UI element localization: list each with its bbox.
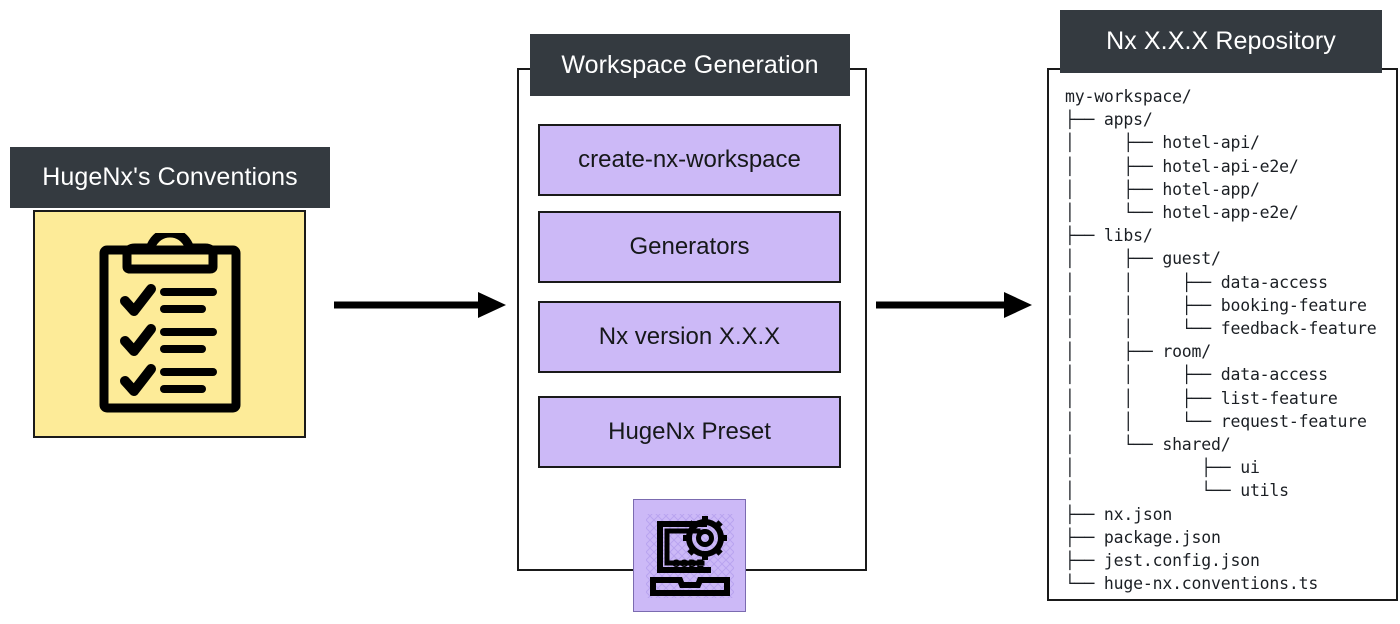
step-label: HugeNx Preset: [608, 418, 771, 445]
repository-header: Nx X.X.X Repository: [1060, 10, 1382, 73]
conventions-header-label: HugeNx's Conventions: [42, 163, 298, 191]
step-label: Generators: [629, 233, 750, 260]
tree-line: ├── nx.json: [1065, 504, 1173, 524]
tree-line: my-workspace/: [1065, 87, 1192, 106]
repository-header-label: Nx X.X.X Repository: [1106, 27, 1336, 55]
step-label: Nx version X.X.X: [598, 323, 781, 350]
tree-line: │ ├── hotel-api/: [1065, 133, 1260, 153]
tree-line: │ │ └── request-feature: [1065, 411, 1367, 431]
step-box-nx-version[interactable]: Nx version X.X.X: [538, 301, 841, 373]
tree-line: │ │ ├── data-access: [1065, 272, 1328, 292]
repository-file-tree: my-workspace/ ├── apps/ │ ├── hotel-api/ │ …: [1065, 85, 1395, 595]
arrow-conventions-to-workspace: [334, 288, 506, 327]
clipboard-checklist-icon: [99, 233, 240, 413]
tree-line: └── huge-nx.conventions.ts: [1065, 574, 1319, 594]
tree-line: │ │ ├── booking-feature: [1065, 295, 1367, 315]
tree-line: │ ├── hotel-app/: [1065, 179, 1260, 199]
workspace-generation-header-label: Workspace Generation: [561, 50, 819, 79]
tree-line: │ ├── ui: [1065, 458, 1260, 478]
tree-line: │ ├── guest/: [1065, 249, 1221, 269]
code-icon-caption: CODE: [672, 558, 704, 570]
tree-line: │ ├── room/: [1065, 342, 1212, 362]
workspace-generation-header: Workspace Generation: [530, 34, 850, 96]
arrow-workspace-to-repository: [876, 288, 1032, 327]
repository-panel: [1047, 68, 1398, 601]
tree-line: ├── package.json: [1065, 527, 1221, 547]
code-icon-container: CODE: [633, 499, 746, 612]
tree-line: │ │ ├── data-access: [1065, 365, 1328, 385]
tree-line: │ ├── hotel-api-e2e/: [1065, 156, 1299, 176]
code-laptop-gear-icon: CODE: [645, 513, 734, 598]
tree-line: │ └── hotel-app-e2e/: [1065, 203, 1299, 223]
tree-line: │ └── shared/: [1065, 435, 1231, 455]
step-box-generators[interactable]: Generators: [538, 211, 841, 283]
tree-line: │ │ ├── list-feature: [1065, 388, 1338, 408]
tree-line: │ └── utils: [1065, 481, 1289, 501]
step-label: create-nx-workspace: [578, 146, 801, 173]
conventions-header: HugeNx's Conventions: [10, 147, 330, 208]
step-box-hugenx-preset[interactable]: HugeNx Preset: [538, 396, 841, 468]
tree-line: │ │ └── feedback-feature: [1065, 319, 1377, 339]
tree-line: ├── jest.config.json: [1065, 551, 1260, 571]
step-box-create-nx-workspace[interactable]: create-nx-workspace: [538, 124, 841, 196]
conventions-card: [33, 210, 306, 438]
tree-line: ├── libs/: [1065, 226, 1153, 246]
tree-line: ├── apps/: [1065, 110, 1153, 130]
